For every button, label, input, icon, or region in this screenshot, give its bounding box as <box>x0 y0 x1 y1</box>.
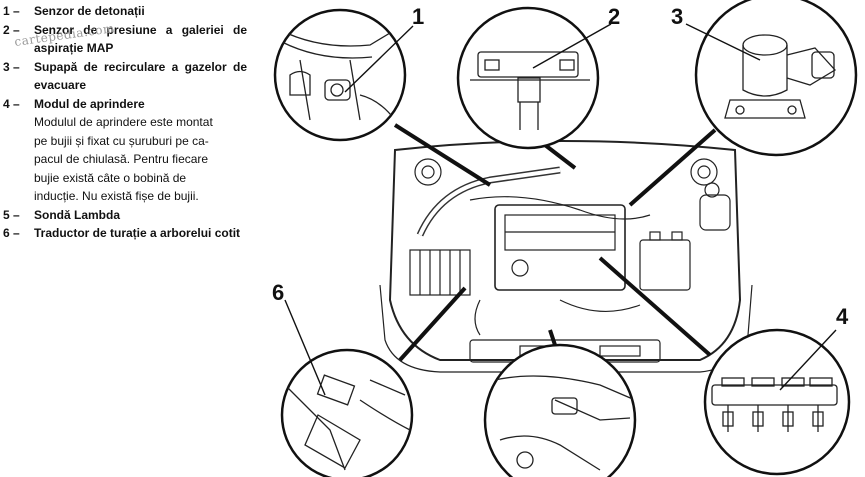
leader-lines <box>393 123 717 362</box>
legend-item-2: 2 – Senzor de presiune a galeriei de asp… <box>3 21 247 58</box>
callout-number: 6 <box>272 280 284 305</box>
legend-number: 3 – <box>3 59 20 74</box>
legend-number: 4 – <box>3 96 20 111</box>
legend-label: Senzor de presiune a galeriei de aspiraț… <box>34 22 247 56</box>
description-line: inducție. Nu există fișe de bujii. <box>34 189 199 203</box>
component-legend: 1 – Senzor de detonații 2 – Senzor de pr… <box>3 2 247 243</box>
legend-number: 6 – <box>3 226 20 240</box>
engine-bay <box>379 140 753 373</box>
callout-number: 2 <box>608 4 620 29</box>
legend-label: Senzor de detonații <box>34 4 145 18</box>
legend-item-1: 1 – Senzor de detonații <box>3 2 247 21</box>
detail-view-3 <box>694 0 858 157</box>
detail-view-4 <box>703 328 851 476</box>
legend-label: Modul de aprindere <box>34 96 145 111</box>
legend-item-4: 4 – Modul de aprindere <box>3 95 247 114</box>
legend-item-3: 3 – Supapă de recirculare a gazelor de e… <box>3 58 247 95</box>
legend-label: Sondă Lambda <box>34 207 121 222</box>
description-line: bujie există câte o bobină de <box>34 170 187 185</box>
legend-number: 2 – <box>3 22 20 37</box>
legend-number: 1 – <box>3 4 20 18</box>
legend-label: Supapă de recirculare a gazelor de evacu… <box>34 59 247 93</box>
legend-item-4-description: Modulul de aprindere este montat pe buji… <box>34 113 247 206</box>
legend-label: Traductor de turație a arborelui cotit <box>34 226 241 240</box>
detail-view-2 <box>456 6 600 150</box>
legend-item-6: 6 – Traductor de turație a arborelui cot… <box>3 224 247 243</box>
description-line: pe bujii și fixat cu șuruburi pe ca- <box>34 133 209 148</box>
detail-view-1 <box>273 8 407 142</box>
callout-number: 4 <box>836 304 849 329</box>
description-line: pacul de chiulasă. Pentru fiecare <box>34 152 209 166</box>
callout-leaders <box>284 23 837 396</box>
description-line: Modulul de aprindere este montat <box>34 115 213 129</box>
callout-number: 1 <box>412 4 424 29</box>
detail-view-5 <box>483 343 637 477</box>
callout-number: 3 <box>671 4 683 29</box>
detail-view-6 <box>280 348 414 477</box>
legend-item-5: 5 – Sondă Lambda <box>3 206 247 225</box>
legend-number: 5 – <box>3 207 20 222</box>
